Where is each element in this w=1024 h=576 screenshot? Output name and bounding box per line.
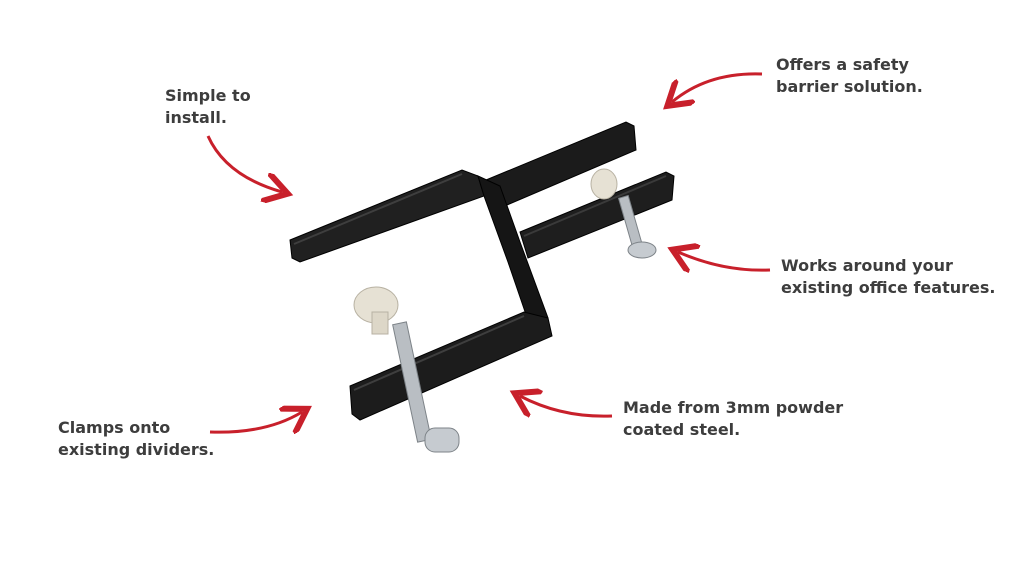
bracket-highlight	[293, 173, 463, 245]
knob-stem	[371, 311, 389, 335]
screw-head	[627, 241, 657, 259]
clamp-bracket	[289, 121, 675, 421]
callout-safety-barrier: Offers a safety barrier solution.	[776, 54, 923, 98]
arrow-icon	[206, 135, 282, 192]
bracket-highlight	[353, 315, 525, 391]
arrow-icon	[520, 396, 613, 418]
arrow-icon	[672, 72, 763, 102]
screw-head	[424, 427, 460, 453]
bracket-bottom-plate	[349, 311, 553, 421]
callout-line: Clamps onto	[58, 418, 171, 437]
callout-line: Made from 3mm powder	[623, 398, 844, 417]
callout-line: existing office features.	[781, 278, 996, 297]
callout-simple-to-install: Simple to install.	[165, 85, 251, 129]
callout-line: existing dividers.	[58, 440, 215, 459]
screw-lower	[353, 286, 460, 453]
screw-shaft	[392, 321, 432, 443]
callout-line: Works around your	[781, 256, 953, 275]
bracket-lower-arm	[519, 171, 675, 259]
knob	[590, 168, 618, 200]
arrow-icon	[678, 252, 771, 270]
callout-line: install.	[165, 108, 227, 127]
callout-line: Simple to	[165, 86, 251, 105]
bracket-highlight	[523, 175, 667, 237]
callout-line: barrier solution.	[776, 77, 923, 96]
callout-line: coated steel.	[623, 420, 741, 439]
screw-upper	[590, 168, 657, 259]
callout-works-around: Works around your existing office featur…	[781, 255, 995, 299]
arrow-icon	[209, 412, 302, 432]
callout-made-from: Made from 3mm powder coated steel.	[623, 397, 843, 441]
callout-clamps-onto: Clamps onto existing dividers.	[58, 417, 214, 461]
callout-line: Offers a safety	[776, 55, 909, 74]
